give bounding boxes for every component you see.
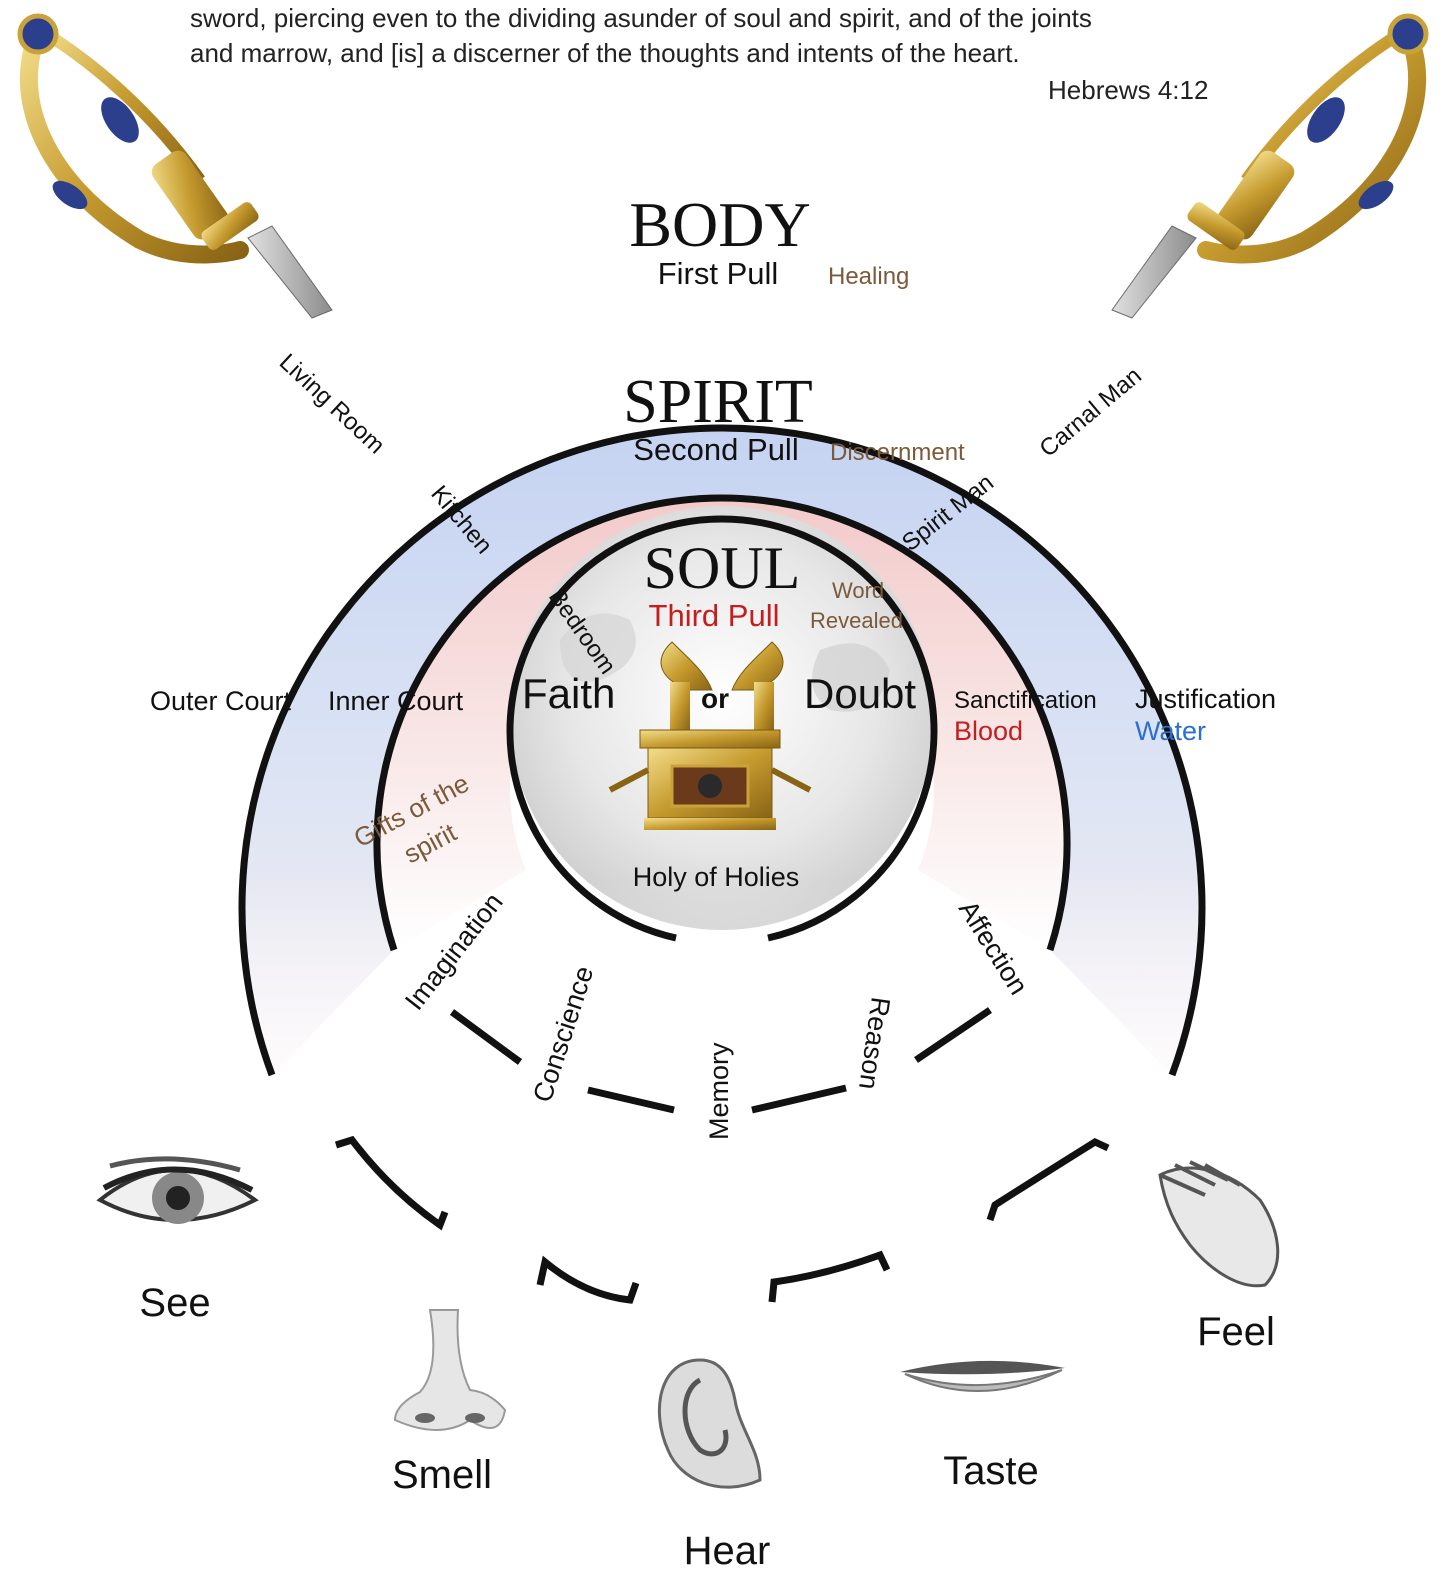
nose-icon <box>395 1310 505 1430</box>
body-title: BODY <box>629 189 810 260</box>
sense-hear: Hear <box>684 1529 771 1573</box>
sense-see: See <box>139 1281 210 1325</box>
lips-icon <box>900 1361 1065 1391</box>
soul-or: or <box>701 683 729 714</box>
right-sword-icon <box>1112 16 1426 318</box>
spirit-element: Blood <box>954 716 1023 746</box>
soul-pull: Third Pull <box>649 598 780 633</box>
spirit-sanctification: Sanctification <box>954 687 1097 714</box>
eye-icon <box>100 1159 255 1224</box>
spirit-title: SPIRIT <box>623 368 812 436</box>
soul-holy: Holy of Holies <box>633 862 800 892</box>
soul-faith: Faith <box>522 670 615 717</box>
quote-line-1: sword, piercing even to the dividing asu… <box>190 3 1092 33</box>
body-left-room: Living Room <box>274 349 390 460</box>
body-right-label: Carnal Man <box>1035 362 1147 462</box>
soul-doubt: Doubt <box>804 670 916 717</box>
sense-smell: Smell <box>392 1453 492 1497</box>
ear-icon <box>659 1360 760 1487</box>
sense-taste: Taste <box>943 1449 1039 1493</box>
soul-title: SOUL <box>644 535 801 601</box>
body-pull: First Pull <box>658 256 779 291</box>
spirit-pull: Second Pull <box>633 432 798 467</box>
spirit-court: Inner Court <box>328 686 464 716</box>
body-justification: Justification <box>1135 684 1276 714</box>
faculty-memory: Memory <box>704 1042 734 1140</box>
quote-reference: Hebrews 4:12 <box>1048 75 1208 105</box>
body-court: Outer Court <box>150 686 292 716</box>
quote-line-2: and marrow, and [is] a discerner of the … <box>190 38 1020 68</box>
soul-word-line-2: Revealed <box>810 608 903 633</box>
sense-feel: Feel <box>1197 1310 1275 1354</box>
body-element: Water <box>1135 716 1206 746</box>
body-gift: Healing <box>828 263 909 290</box>
spirit-gift: Discernment <box>830 439 965 466</box>
soul-word-line-1: Word <box>832 578 884 603</box>
hand-icon <box>1160 1162 1278 1286</box>
